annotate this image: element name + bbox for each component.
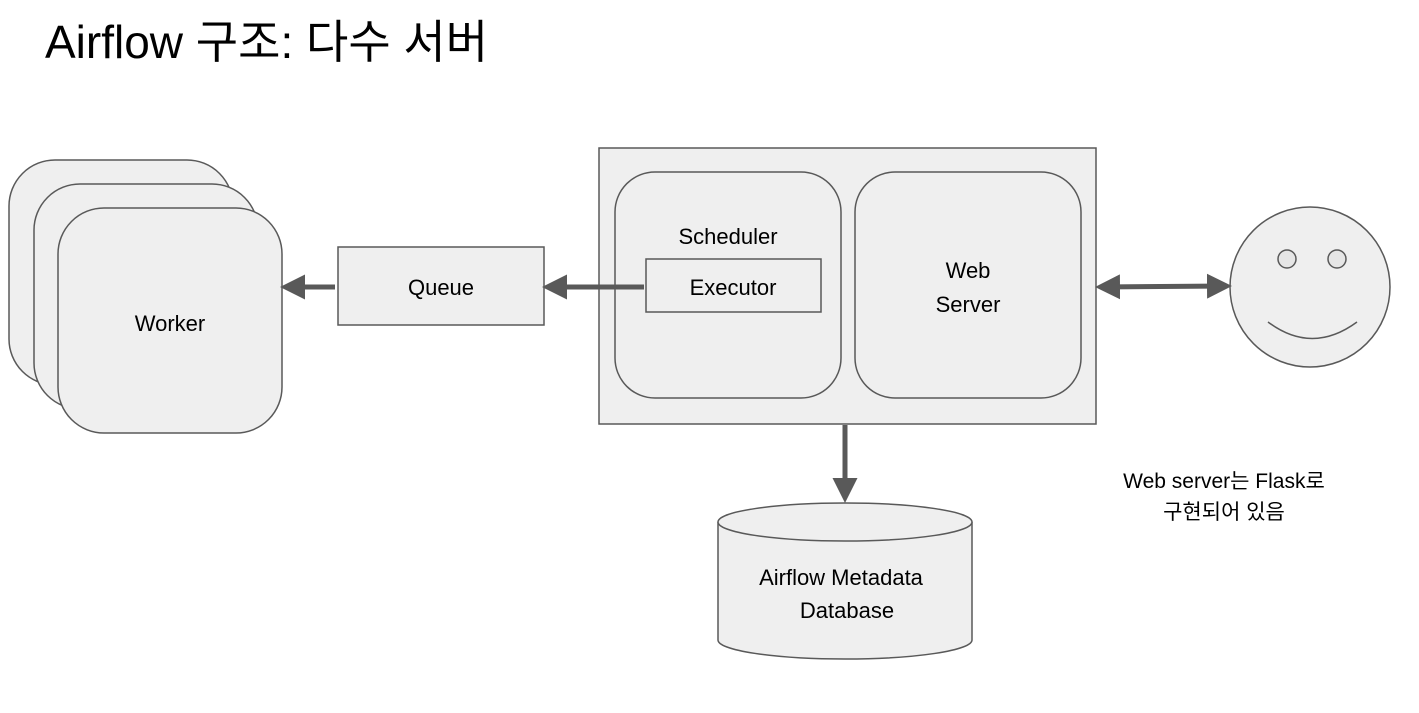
web-server-box — [854, 171, 1082, 399]
scheduler-label: Scheduler — [678, 224, 777, 249]
queue-node: Queue — [337, 246, 545, 326]
scheduler-node: Scheduler Executor — [614, 171, 842, 399]
worker-stack: Worker — [8, 159, 283, 434]
note-line1: Web server는 Flask로 — [1123, 470, 1325, 493]
web-server-label-line1: Web — [946, 258, 991, 283]
queue-label: Queue — [408, 275, 474, 300]
executor-label: Executor — [690, 275, 777, 300]
executor-box — [645, 258, 822, 313]
right-eye — [1327, 249, 1347, 269]
left-eye — [1277, 249, 1297, 269]
note-line2: 구현되어 있음 — [1163, 501, 1285, 524]
user-face — [1229, 206, 1391, 368]
smile — [1267, 321, 1358, 340]
web-server-label-line2: Server — [936, 292, 1001, 317]
queue-box — [337, 246, 545, 326]
database-body — [717, 522, 973, 660]
page-title: Airflow 구조: 다수 서버 — [45, 16, 489, 68]
worker-card-front — [57, 207, 283, 434]
arrow-web-server-user — [1095, 273, 1232, 300]
database-label-line1: Airflow Metadata — [759, 565, 924, 590]
database-label-line2: Database — [800, 598, 894, 623]
worker-label: Worker — [135, 311, 206, 336]
metadata-database: Airflow Metadata Database — [717, 502, 973, 660]
web-server-node: Web Server — [854, 171, 1082, 399]
database-top — [717, 502, 973, 542]
face-circle — [1229, 206, 1391, 368]
